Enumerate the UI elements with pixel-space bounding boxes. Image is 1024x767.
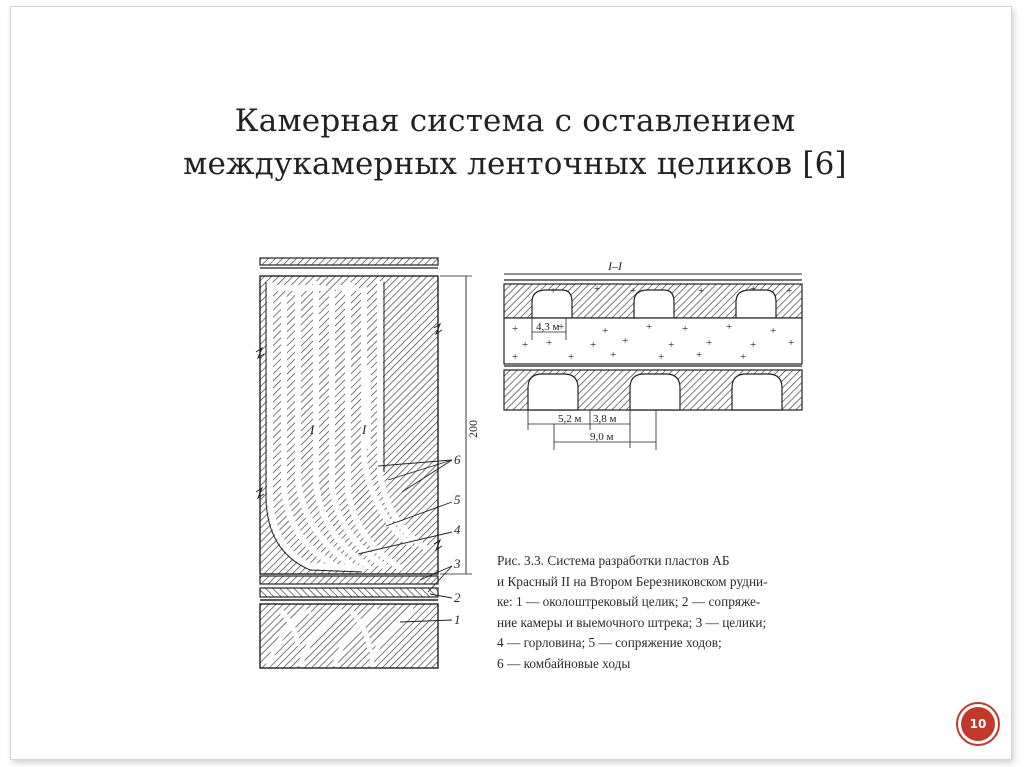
svg-text:+: + bbox=[512, 323, 518, 335]
title-line-2: междукамерных ленточных целиков [6] bbox=[183, 146, 847, 182]
svg-text:+: + bbox=[630, 285, 636, 297]
section-mark-left: I bbox=[309, 422, 315, 437]
pillar-width-dimension: 3,8 м bbox=[593, 413, 617, 425]
svg-text:+: + bbox=[658, 351, 664, 363]
caption-line-5: 4 — горловина; 5 — сопряжение ходов; bbox=[497, 635, 722, 650]
callout-5: 5 bbox=[454, 492, 461, 507]
svg-text:+: + bbox=[590, 339, 596, 351]
svg-text:+: + bbox=[550, 285, 556, 297]
section-label: I–I bbox=[607, 259, 623, 273]
caption-line-2: и Красный II на Втором Березниковском ру… bbox=[497, 573, 768, 589]
svg-text:+: + bbox=[750, 283, 756, 295]
title-line-1: Камерная система с оставлением bbox=[234, 103, 796, 139]
caption-line-6: 6 — комбайновые ходы bbox=[497, 655, 631, 671]
svg-text:+: + bbox=[594, 283, 600, 295]
svg-text:+: + bbox=[706, 337, 712, 349]
bottom-passages bbox=[265, 607, 416, 667]
callout-6: 6 bbox=[454, 452, 461, 467]
section-mark-right: I bbox=[361, 422, 367, 437]
figure-drawing: I I bbox=[255, 257, 803, 669]
svg-text:+: + bbox=[558, 321, 564, 333]
svg-text:+: + bbox=[698, 285, 704, 297]
caption-line-3: ке: 1 — околоштрековый целик; 2 — сопряж… bbox=[497, 594, 761, 609]
svg-text:+: + bbox=[610, 349, 616, 361]
pillar-band-2 bbox=[259, 587, 439, 598]
slide-title: Камерная система с оставлением междукаме… bbox=[130, 100, 900, 186]
combine-passages bbox=[267, 281, 429, 571]
callout-1: 1 bbox=[454, 612, 461, 627]
salt-layer bbox=[503, 317, 803, 365]
lower-dimension-lines bbox=[527, 410, 657, 450]
passage-outlines bbox=[265, 282, 385, 573]
top-band bbox=[259, 257, 439, 266]
svg-text:+: + bbox=[726, 321, 732, 333]
callout-4: 4 bbox=[454, 522, 461, 537]
length-dimension: 200 bbox=[466, 420, 480, 438]
caption-line-4: ние камеры и выемочного штрека; 3 — цели… bbox=[497, 614, 767, 630]
page-number: 10 bbox=[961, 707, 995, 741]
callout-numbers: 6 5 4 3 2 1 bbox=[453, 452, 461, 627]
span-dimension: 9,0 м bbox=[590, 431, 614, 443]
svg-text:+: + bbox=[788, 337, 794, 349]
svg-text:+: + bbox=[786, 285, 792, 297]
svg-text:+: + bbox=[568, 351, 574, 363]
svg-text:+: + bbox=[770, 325, 776, 337]
svg-text:+: + bbox=[522, 339, 528, 351]
plan-view: I I bbox=[255, 257, 480, 669]
svg-text:+: + bbox=[512, 351, 518, 363]
svg-text:+: + bbox=[646, 321, 652, 333]
svg-text:+: + bbox=[546, 337, 552, 349]
svg-text:+: + bbox=[740, 351, 746, 363]
salt-markers: + + + + + + + + + + + + + + + + + + + + + + + + + + + bbox=[512, 283, 794, 363]
caption-line-1: Рис. 3.3. Система разработки пластов АБ bbox=[497, 553, 730, 568]
upper-chambers bbox=[531, 289, 777, 319]
callout-leaders bbox=[357, 459, 453, 623]
figure-caption: Рис. 3.3. Система разработки пластов АБ … bbox=[497, 551, 809, 674]
svg-text:+: + bbox=[668, 339, 674, 351]
svg-text:+: + bbox=[602, 325, 608, 337]
callout-3: 3 bbox=[453, 556, 461, 571]
svg-text:+: + bbox=[622, 335, 628, 347]
callout-2: 2 bbox=[454, 590, 461, 605]
pillar-gap-dimension: 4,3 м bbox=[536, 321, 560, 333]
svg-text:+: + bbox=[682, 323, 688, 335]
mining-system-figure: I I bbox=[250, 248, 820, 678]
page-number-badge: 10 bbox=[956, 702, 1000, 746]
svg-text:+: + bbox=[696, 349, 702, 361]
pillar-band-3 bbox=[259, 575, 439, 585]
svg-text:+: + bbox=[750, 339, 756, 351]
section-view: I–I + + + + + + + + + + + + + + + + + + + + + + + + + + + bbox=[503, 259, 803, 450]
chamber-width-dimension: 5,2 м bbox=[558, 413, 582, 425]
lower-chambers bbox=[527, 373, 783, 411]
